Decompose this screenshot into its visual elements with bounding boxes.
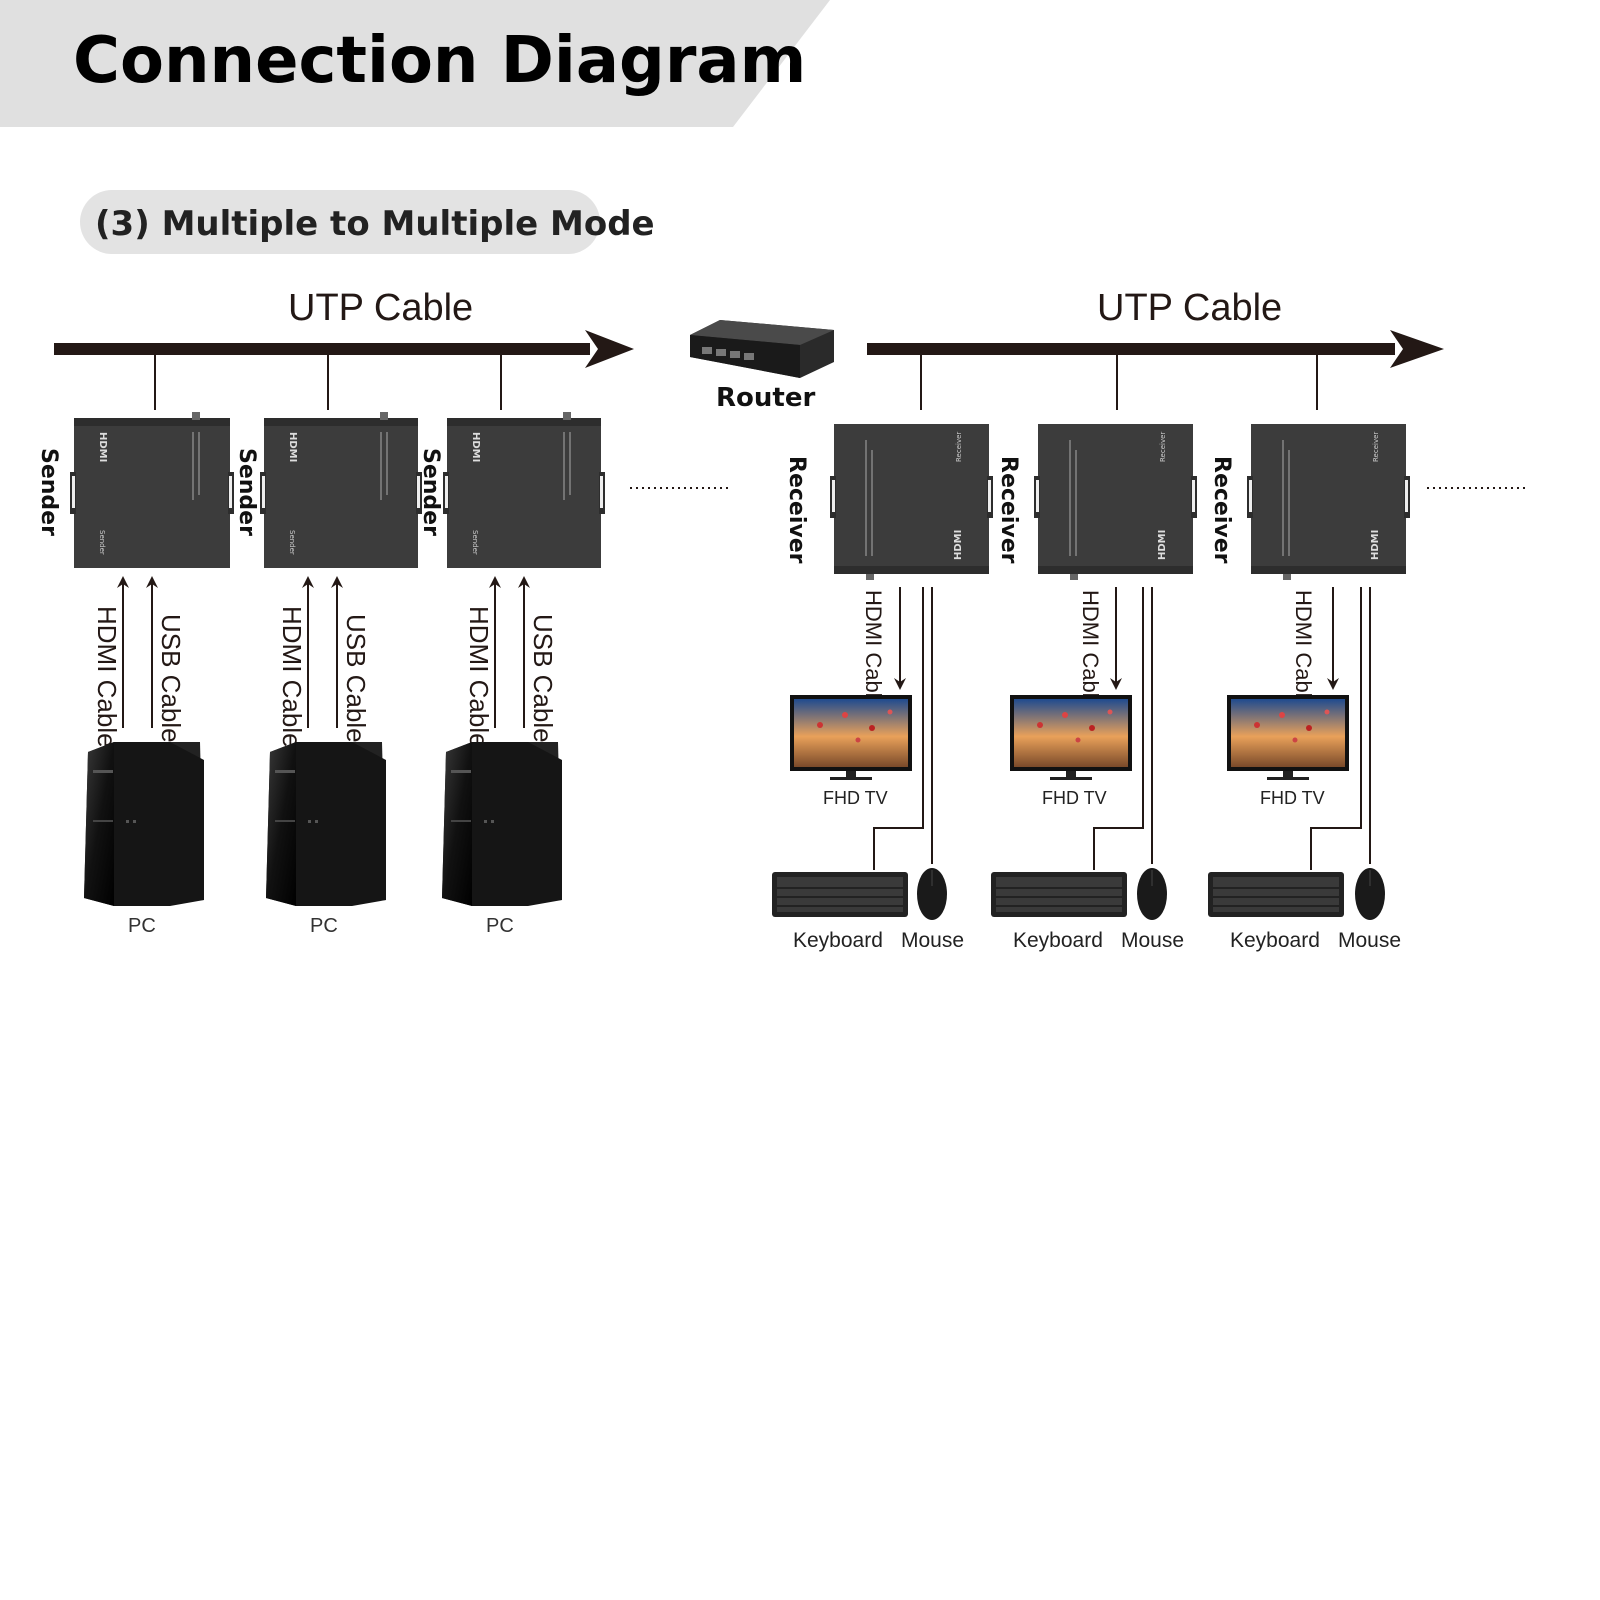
sender-label: Sender bbox=[418, 448, 443, 536]
hdmi-cable-label: HDMI Cable bbox=[92, 606, 122, 748]
keyboard-icon bbox=[1208, 872, 1344, 917]
receiver-label: Receiver bbox=[784, 456, 809, 564]
utp-cable-label-right: UTP Cable bbox=[1097, 287, 1282, 329]
svg-text:Sender: Sender bbox=[471, 530, 479, 555]
svg-text:Receiver: Receiver bbox=[1159, 432, 1167, 462]
tv-icon bbox=[1010, 695, 1132, 780]
sender-device: HDMI Sender bbox=[443, 412, 605, 568]
sender-unit: HDMI Sender Sender HDMI Cable USB Cable … bbox=[234, 355, 422, 937]
usb-cable-label: USB Cable bbox=[528, 614, 558, 743]
pc-label: PC bbox=[486, 915, 514, 937]
page-title: Connection Diagram bbox=[73, 24, 806, 98]
utp-arrow-left bbox=[585, 330, 634, 368]
svg-text:Sender: Sender bbox=[288, 530, 296, 555]
receiver-label: Receiver bbox=[996, 456, 1021, 564]
tv-label: FHD TV bbox=[823, 788, 888, 808]
svg-text:HDMI: HDMI bbox=[1157, 530, 1168, 560]
pc-label: PC bbox=[310, 915, 338, 937]
pc-label: PC bbox=[128, 915, 156, 937]
receiver-unit: HDMI Receiver Receiver HDMI Cable FHD TV bbox=[772, 355, 993, 952]
mouse-icon bbox=[917, 868, 947, 920]
keyboard-icon bbox=[991, 872, 1127, 917]
mouse-label: Mouse bbox=[901, 929, 964, 952]
receiver-device: HDMI Receiver bbox=[1034, 424, 1197, 580]
tv-icon bbox=[790, 695, 912, 780]
hdmi-cable-label: HDMI Cable bbox=[464, 606, 494, 748]
svg-text:HDMI: HDMI bbox=[953, 530, 964, 560]
tv-label: FHD TV bbox=[1042, 788, 1107, 808]
mouse-label: Mouse bbox=[1338, 929, 1401, 952]
router-label: Router bbox=[716, 383, 815, 413]
receiver-label: Receiver bbox=[1209, 456, 1234, 564]
mouse-icon bbox=[1355, 868, 1385, 920]
title-banner bbox=[0, 0, 830, 127]
mode-label: (3) Multiple to Multiple Mode bbox=[95, 204, 655, 244]
receiver-unit: HDMI Receiver Receiver HDMI Cable FHD TV bbox=[1208, 355, 1410, 952]
tv-icon bbox=[1227, 695, 1349, 780]
keyboard-label: Keyboard bbox=[793, 929, 883, 952]
utp-cable-label-left: UTP Cable bbox=[288, 287, 473, 329]
mouse-label: Mouse bbox=[1121, 929, 1184, 952]
mode-pill bbox=[80, 190, 600, 254]
svg-text:HDMI: HDMI bbox=[1370, 530, 1381, 560]
pc-tower-icon bbox=[84, 742, 204, 906]
hdmi-cable-label: HDMI Cable bbox=[861, 590, 886, 710]
svg-text:HDMI: HDMI bbox=[470, 432, 481, 462]
keyboard-label: Keyboard bbox=[1013, 929, 1103, 952]
svg-text:Receiver: Receiver bbox=[955, 432, 963, 462]
sender-device: HDMI Sender bbox=[70, 412, 234, 568]
svg-text:HDMI: HDMI bbox=[287, 432, 298, 462]
sender-unit: HDMI Sender Sender HDMI Cable USB Cable … bbox=[418, 355, 605, 937]
pc-tower-icon bbox=[266, 742, 386, 906]
sender-label: Sender bbox=[234, 448, 259, 536]
keyboard-label: Keyboard bbox=[1230, 929, 1320, 952]
receiver-device: HDMI Receiver bbox=[830, 424, 993, 580]
usb-cable-label: USB Cable bbox=[156, 614, 186, 743]
sender-device: HDMI Sender bbox=[260, 412, 422, 568]
tv-label: FHD TV bbox=[1260, 788, 1325, 808]
hdmi-cable-label: HDMI Cable bbox=[1078, 590, 1103, 710]
svg-text:Receiver: Receiver bbox=[1372, 432, 1380, 462]
hdmi-cable-label: HDMI Cable bbox=[277, 606, 307, 748]
sender-unit: HDMI Sender Sender HDMI Cable USB Cable … bbox=[36, 355, 234, 937]
svg-text:HDMI: HDMI bbox=[97, 432, 108, 462]
mouse-icon bbox=[1137, 868, 1167, 920]
router-icon bbox=[690, 320, 834, 378]
keyboard-icon bbox=[772, 872, 908, 917]
receiver-unit: HDMI Receiver Receiver HDMI Cable FHD TV bbox=[991, 355, 1197, 952]
utp-arrow-right bbox=[1390, 330, 1444, 368]
receiver-device: HDMI Receiver bbox=[1247, 424, 1410, 580]
sender-label: Sender bbox=[36, 448, 61, 536]
hdmi-cable-label: HDMI Cable bbox=[1291, 590, 1316, 710]
svg-text:Sender: Sender bbox=[98, 530, 106, 555]
pc-tower-icon bbox=[442, 742, 562, 906]
usb-cable-label: USB Cable bbox=[341, 614, 371, 743]
